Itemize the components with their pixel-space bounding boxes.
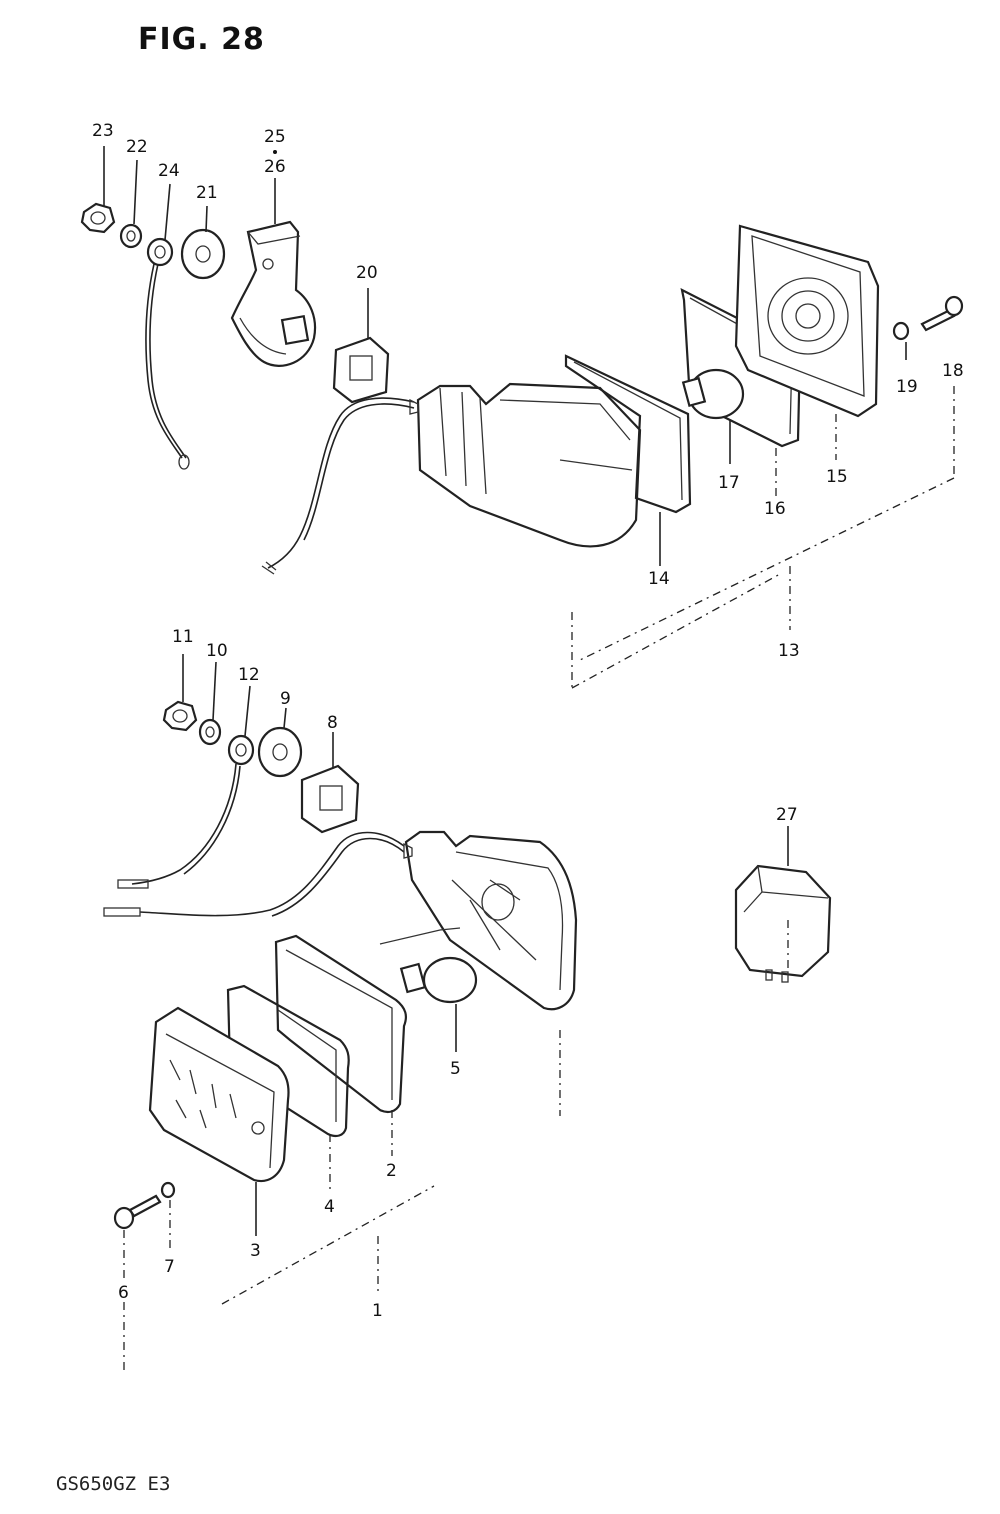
callout-23: 23 xyxy=(92,121,114,141)
lock-washer-icon xyxy=(198,718,222,746)
washer-icon xyxy=(257,726,303,778)
lower-leader-lines xyxy=(123,654,789,1372)
callout-21: 21 xyxy=(196,183,218,203)
callout-7: 7 xyxy=(164,1257,175,1277)
callout-1: 1 xyxy=(372,1301,383,1321)
callout-22: 22 xyxy=(126,137,148,157)
callout-24: 24 xyxy=(158,161,180,181)
small-washer-icon xyxy=(160,1181,176,1199)
callout-18: 18 xyxy=(942,361,964,381)
ground-terminal-icon xyxy=(145,237,190,470)
grommet-icon xyxy=(332,336,390,404)
bracket-icon xyxy=(230,220,317,367)
nut-icon xyxy=(162,700,198,732)
callout-17: 17 xyxy=(718,473,740,493)
upper-leader-lines xyxy=(103,146,955,689)
figure-title: FIG. 28 xyxy=(138,22,265,57)
lens-icon xyxy=(148,1006,290,1183)
lock-washer-icon xyxy=(119,223,143,249)
callout-11: 11 xyxy=(172,627,194,647)
nut-icon xyxy=(80,202,116,234)
callout-3: 3 xyxy=(250,1241,261,1261)
callout-26: 26 xyxy=(264,157,286,177)
model-code: GS650GZ E3 xyxy=(56,1473,171,1495)
callout-2: 2 xyxy=(386,1161,397,1181)
callout-13: 13 xyxy=(778,641,800,661)
front-turn-signal-assembly-icon xyxy=(103,700,578,1230)
lens-icon xyxy=(734,224,880,418)
bulb-icon xyxy=(681,368,745,420)
callout-12: 12 xyxy=(238,665,260,685)
grommet-icon xyxy=(300,764,360,834)
callout-8: 8 xyxy=(327,713,338,733)
callout-16: 16 xyxy=(764,499,786,519)
small-washer-icon xyxy=(892,321,910,341)
callout-19: 19 xyxy=(896,377,918,397)
callout-10: 10 xyxy=(206,641,228,661)
rear-turn-signal-assembly-icon xyxy=(80,202,964,575)
ground-terminal-icon xyxy=(117,734,255,889)
bulb-icon xyxy=(399,956,478,1004)
flasher-relay-icon xyxy=(734,864,832,983)
callout-15: 15 xyxy=(826,467,848,487)
lamp-housing-icon xyxy=(409,382,642,548)
screw-icon xyxy=(920,295,964,332)
callout-dot xyxy=(273,150,277,154)
callout-5: 5 xyxy=(450,1059,461,1079)
callout-9: 9 xyxy=(280,689,291,709)
callout-25: 25 xyxy=(264,127,286,147)
washer-icon xyxy=(180,228,226,280)
callout-6: 6 xyxy=(118,1283,129,1303)
callout-27: 27 xyxy=(776,805,798,825)
callout-14: 14 xyxy=(648,569,670,589)
callout-4: 4 xyxy=(324,1197,335,1217)
screw-icon xyxy=(113,1194,162,1230)
callout-labels: 23 22 24 21 25 26 20 18 19 17 16 15 14 1… xyxy=(92,121,964,1321)
lamp-housing-icon xyxy=(403,830,578,1011)
callout-20: 20 xyxy=(356,263,378,283)
